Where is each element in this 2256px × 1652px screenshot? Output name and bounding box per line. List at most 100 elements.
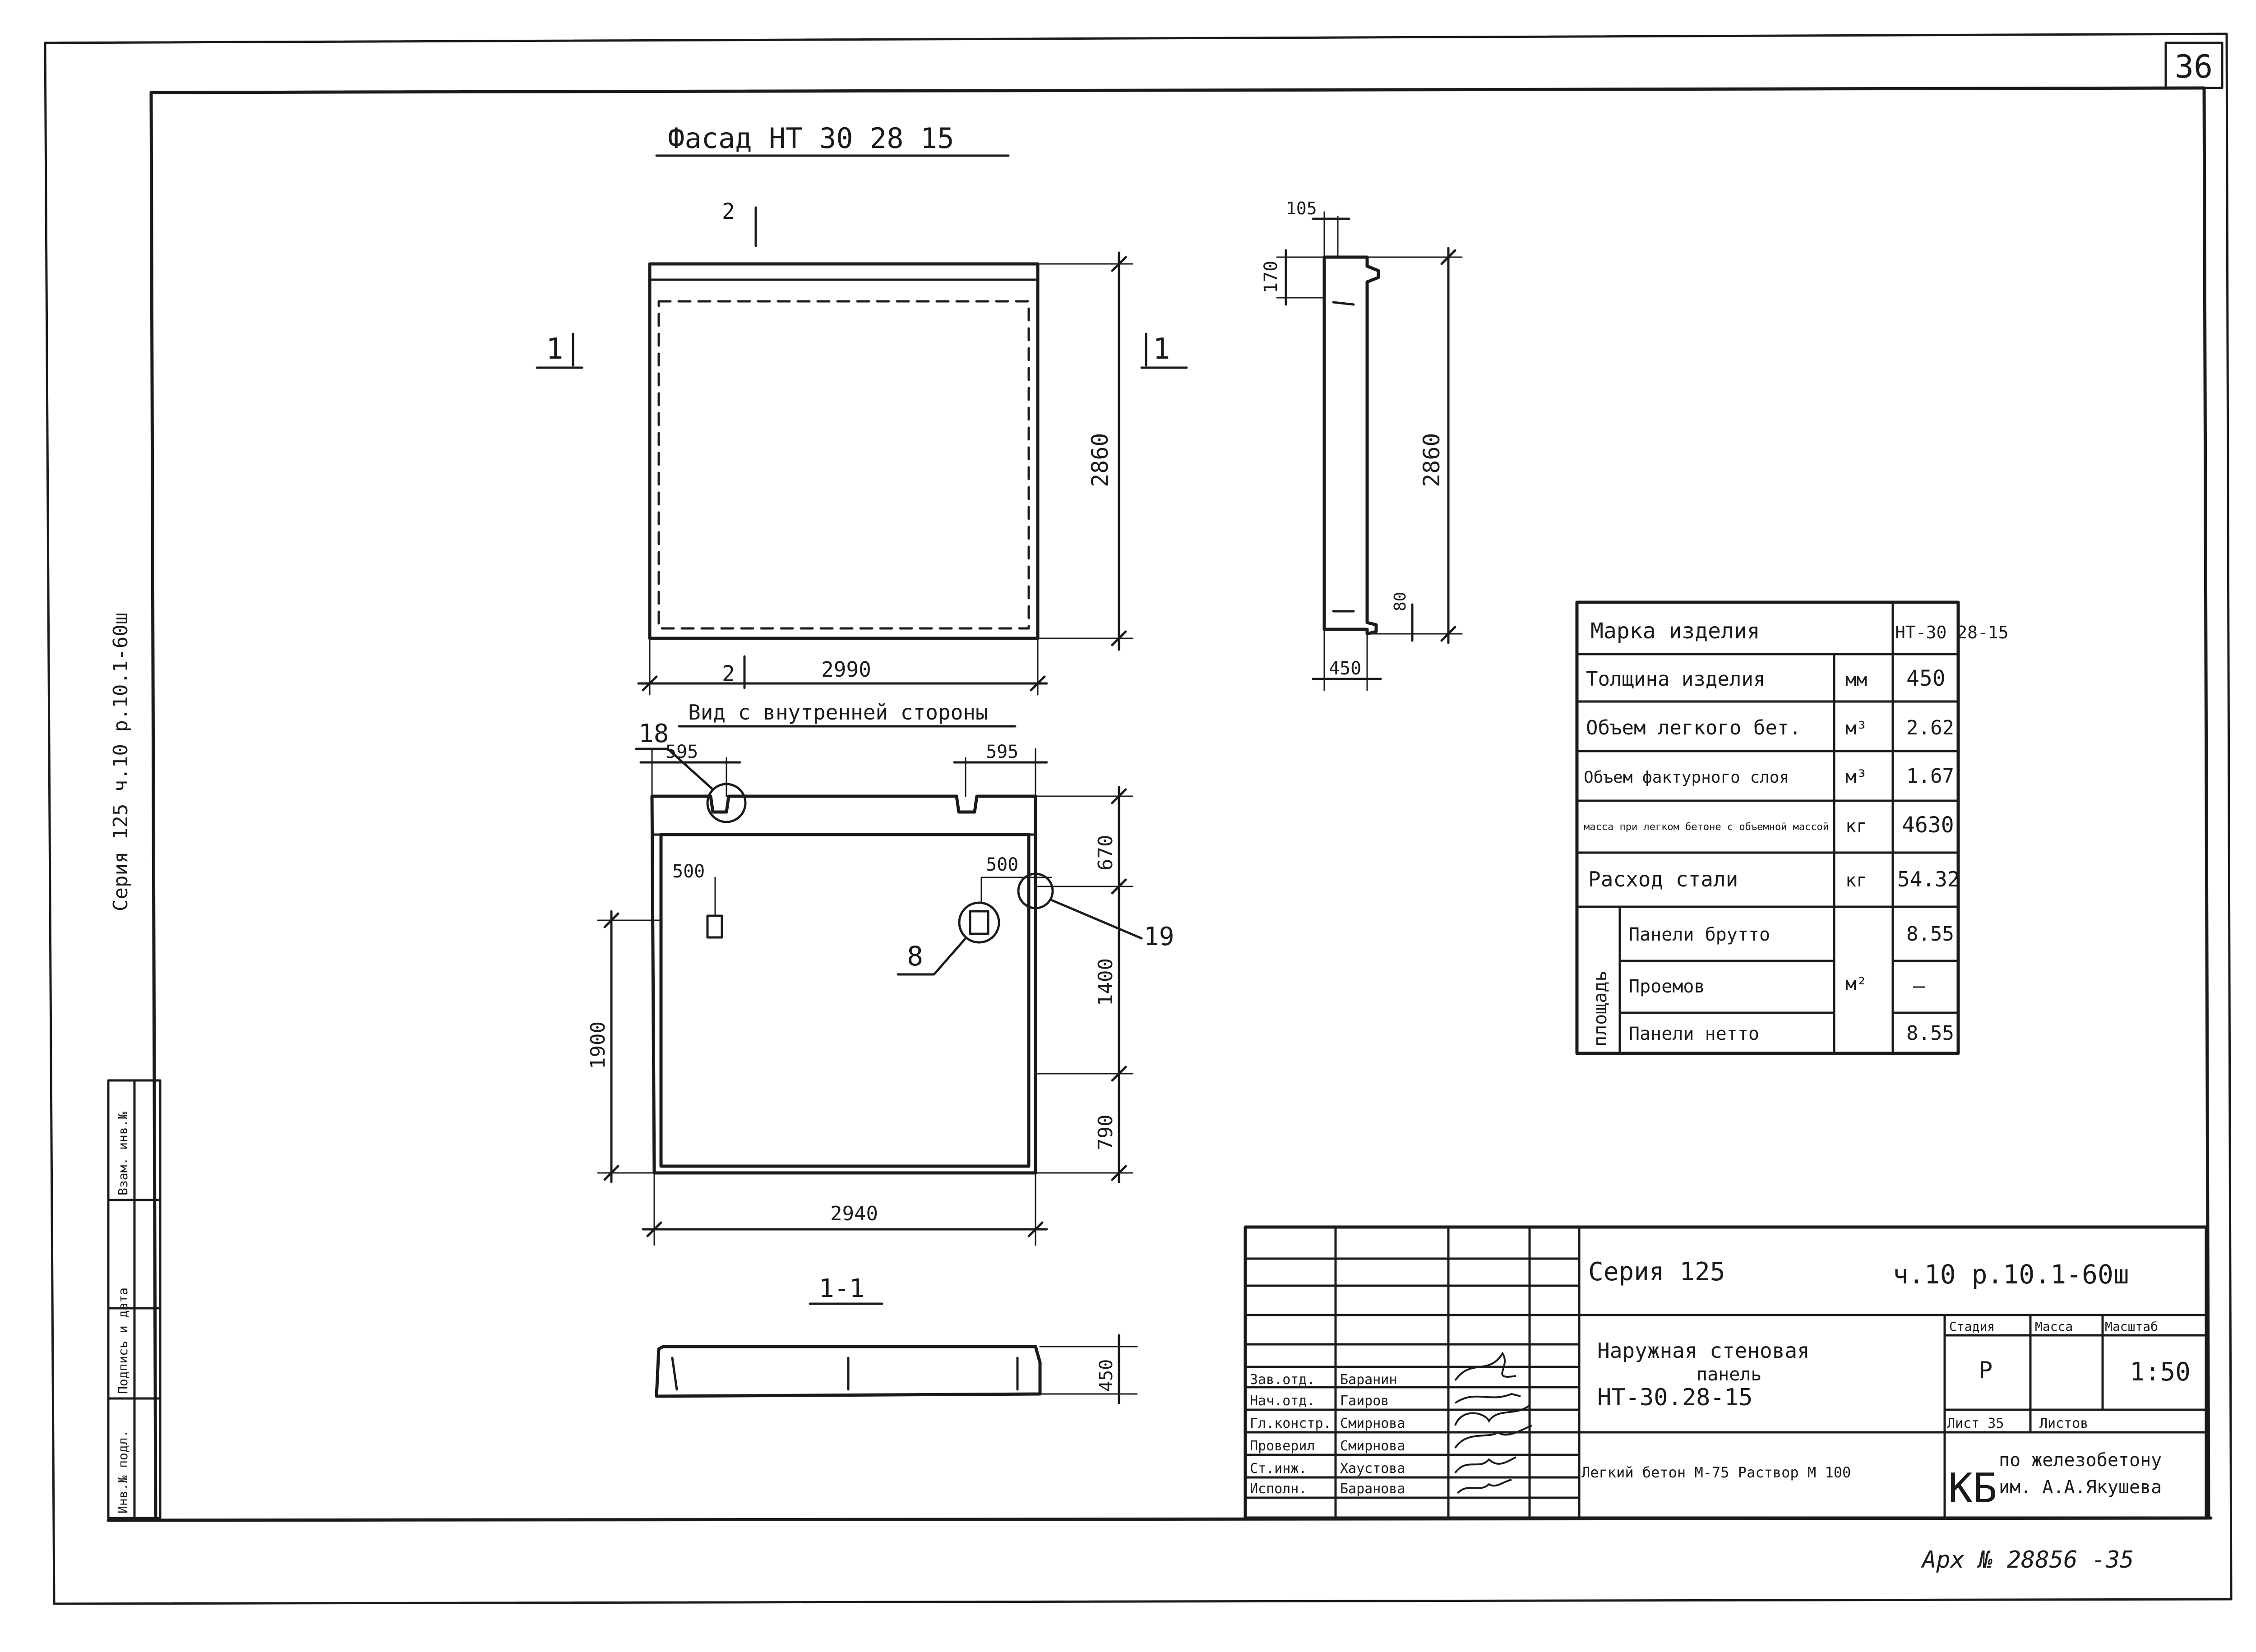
facade-title: Фасад НТ 30 28 15 bbox=[668, 122, 954, 155]
drawing-frame bbox=[106, 86, 2213, 1522]
facade-height-dim: 2860 bbox=[1087, 433, 1113, 487]
inner-low-dim: 790 bbox=[1094, 1115, 1117, 1150]
spec-gross-area-label: Панели брутто bbox=[1629, 924, 1770, 945]
spec-openings-label: Проемов bbox=[1629, 976, 1705, 997]
tb-org-line1: по железобетону bbox=[1999, 1450, 2162, 1471]
spec-area-unit: м² bbox=[1845, 974, 1867, 995]
spec-facing-volume-value: 1.67 bbox=[1906, 765, 1954, 788]
spec-table: Марка изделия НТ-30 28-15 Толщина издели… bbox=[1575, 600, 2009, 1055]
inner-notch-right-dim: 595 bbox=[986, 742, 1018, 762]
tb-stage: Р bbox=[1979, 1357, 1992, 1384]
side-series-text: Серия 125 ч.10 р.10.1-60ш bbox=[109, 613, 132, 911]
tb-mass-label: Масса bbox=[2035, 1319, 2073, 1334]
section-mark-right: 1 bbox=[1153, 332, 1170, 366]
spec-light-volume-value: 2.62 bbox=[1906, 716, 1954, 739]
spec-mass-unit: кг bbox=[1845, 816, 1867, 837]
inner-view: Вид с внутренней стороны 18 19 8 500 500… bbox=[587, 700, 1174, 1246]
tb-material: Легкий бетон М-75 Раствор М 100 bbox=[1581, 1464, 1851, 1481]
inner-offset-left: 500 bbox=[672, 861, 705, 882]
tb-role-4: Проверил bbox=[1250, 1438, 1315, 1454]
section-mark-left: 1 bbox=[546, 332, 564, 366]
inner-top-dim: 670 bbox=[1094, 835, 1117, 871]
spec-net-area-label: Панели нетто bbox=[1629, 1024, 1759, 1044]
sheet-frame bbox=[44, 32, 2233, 1605]
tb-title-line3: НТ-30.28-15 bbox=[1597, 1384, 1752, 1411]
section-depth-dim: 450 bbox=[1096, 1359, 1117, 1392]
tb-title-line2: панель bbox=[1697, 1364, 1762, 1385]
section-view: 1-1 450 bbox=[655, 1274, 1138, 1404]
tb-org-mark: КБ bbox=[1948, 1465, 1997, 1512]
spec-openings-value: — bbox=[1913, 974, 1925, 997]
inner-left-dim: 1900 bbox=[587, 1021, 610, 1069]
left-series-label: Серия 125 ч.10 р.10.1-60ш bbox=[109, 613, 132, 911]
tb-sheet-label: Лист 35 bbox=[1947, 1416, 2004, 1431]
tb-org-line2: им. А.А.Якушева bbox=[1999, 1477, 2162, 1498]
spec-light-volume-label: Объем легкого бет. bbox=[1586, 716, 1801, 739]
inner-mid-dim: 1400 bbox=[1094, 958, 1117, 1006]
spec-facing-volume-unit: м³ bbox=[1845, 766, 1867, 787]
archive-number: Арх № 28856 -35 bbox=[1921, 1546, 2134, 1574]
facade-panel-outline bbox=[648, 262, 1040, 640]
signatures bbox=[1454, 1352, 1532, 1494]
inner-width-dim: 2940 bbox=[830, 1202, 878, 1225]
tb-role-1: Зав.отд. bbox=[1250, 1372, 1315, 1388]
spec-mass-value: 4630 bbox=[1902, 812, 1954, 838]
tb-role-3: Гл.констр. bbox=[1250, 1416, 1331, 1431]
callout-19: 19 bbox=[1144, 922, 1174, 951]
spec-steel-value: 54.32 bbox=[1897, 867, 1960, 891]
strip-sign-label: Подпись и дата bbox=[116, 1287, 130, 1394]
spec-area-label: площадь bbox=[1590, 970, 1611, 1047]
section-profile bbox=[655, 1345, 1042, 1398]
spec-steel-unit: кг bbox=[1845, 870, 1867, 891]
spec-net-area-value: 8.55 bbox=[1906, 1022, 1954, 1045]
tb-doc-code: ч.10 р.10.1-60ш bbox=[1893, 1259, 2129, 1290]
tb-name-3: Смирнова bbox=[1340, 1416, 1405, 1431]
spec-mass-label: масса при легком бетоне с объемной массо… bbox=[1584, 821, 1829, 833]
spec-thickness-value: 450 bbox=[1906, 666, 1946, 691]
tb-role-6: Исполн. bbox=[1250, 1481, 1307, 1497]
tb-stage-label: Стадия bbox=[1949, 1319, 1995, 1334]
tb-name-4: Смирнова bbox=[1340, 1438, 1405, 1454]
spec-row-mark-value: НТ-30 28-15 bbox=[1895, 623, 2009, 642]
tb-title-line1: Наружная стеновая bbox=[1597, 1338, 1810, 1363]
tb-name-5: Хаустова bbox=[1340, 1461, 1405, 1477]
page-number-box: 36 bbox=[2164, 42, 2224, 89]
title-block: Серия 125 ч.10 р.10.1-60ш Наружная стено… bbox=[1244, 1225, 2208, 1520]
inner-panel-face bbox=[659, 833, 1031, 1168]
side-bottom-dim: 80 bbox=[1391, 592, 1410, 611]
tb-sheets-label: Листов bbox=[2039, 1416, 2088, 1431]
strip-inv-label: Инв.№ подл. bbox=[116, 1430, 130, 1514]
side-height-dim: 2860 bbox=[1419, 433, 1445, 487]
inner-offset-right: 500 bbox=[986, 854, 1018, 875]
spec-light-volume-unit: м³ bbox=[1845, 718, 1867, 739]
facade-view: Фасад НТ 30 28 15 2 2 1 1 2860 2990 bbox=[536, 122, 1188, 696]
spec-thickness-unit: мм bbox=[1845, 669, 1867, 690]
tb-role-5: Ст.инж. bbox=[1250, 1461, 1307, 1477]
tb-role-2: Нач.отд. bbox=[1250, 1393, 1315, 1409]
spec-facing-volume-label: Объем фактурного слоя bbox=[1584, 768, 1789, 787]
side-view: 105 170 2860 80 450 bbox=[1261, 198, 1463, 691]
spec-row-mark-label: Марка изделия bbox=[1590, 618, 1760, 644]
spec-thickness-label: Толщина изделия bbox=[1586, 668, 1765, 691]
tb-name-1: Баранин bbox=[1340, 1372, 1397, 1388]
tb-series: Серия 125 bbox=[1588, 1257, 1725, 1287]
facade-width-dim: 2990 bbox=[821, 657, 871, 682]
spec-gross-area-value: 8.55 bbox=[1906, 923, 1954, 946]
inner-view-title: Вид с внутренней стороны bbox=[688, 700, 988, 724]
callout-18: 18 bbox=[638, 719, 669, 748]
side-top-dim: 170 bbox=[1261, 261, 1281, 293]
inner-notch-left-dim: 595 bbox=[666, 742, 698, 762]
tb-name-2: Гаиров bbox=[1340, 1393, 1389, 1409]
inner-panel-outline bbox=[650, 794, 1037, 1175]
callout-8: 8 bbox=[907, 941, 923, 972]
side-base-dim: 450 bbox=[1329, 658, 1361, 679]
side-thickness-dim: 105 bbox=[1286, 198, 1317, 218]
left-stamp-strip: Инв.№ подл. Подпись и дата Взам. инв.№ bbox=[107, 1079, 162, 1519]
tb-name-6: Баранова bbox=[1340, 1481, 1405, 1497]
tb-scale-label: Масштаб bbox=[2105, 1319, 2158, 1334]
spec-steel-label: Расход стали bbox=[1588, 867, 1738, 891]
section-title: 1-1 bbox=[819, 1274, 864, 1303]
strip-replace-label: Взам. инв.№ bbox=[116, 1112, 130, 1195]
tb-scale: 1:50 bbox=[2130, 1357, 2191, 1387]
